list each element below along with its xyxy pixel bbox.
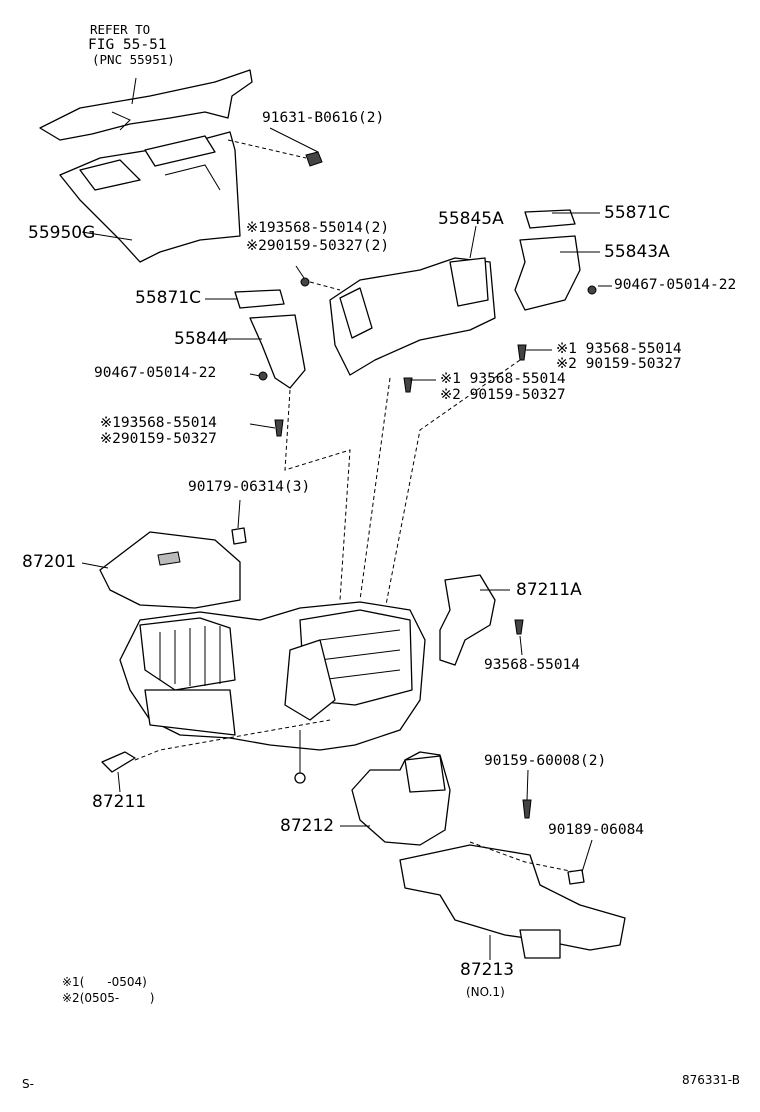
label-93568-center[interactable]: ※1 93568-55014 [440, 371, 566, 387]
reference-line-1: REFER TO [90, 22, 151, 37]
label-93568-single[interactable]: 93568-55014 [484, 657, 581, 673]
label-90159-right[interactable]: ※2 90159-50327 [556, 356, 682, 372]
duct-55950g [39, 69, 253, 263]
clip-icon [300, 277, 310, 287]
label-55843a[interactable]: 55843A [604, 242, 670, 262]
label-90189[interactable]: 90189-06084 [548, 822, 645, 838]
clip-icon [258, 371, 268, 381]
label-87201[interactable]: 87201 [22, 552, 77, 572]
label-55950g[interactable]: 55950G [28, 223, 96, 243]
nut-icon [567, 869, 585, 885]
hvac-unit [119, 601, 426, 784]
label-87211[interactable]: 87211 [92, 792, 147, 812]
pad-55871c-right [524, 209, 576, 229]
duct-55845a [329, 257, 496, 376]
label-90159-60008[interactable]: 90159-60008(2) [484, 753, 607, 769]
label-87213-no: (NO.1) [466, 985, 505, 999]
duct-55844 [249, 314, 306, 389]
label-55871c-left[interactable]: 55871C [135, 288, 201, 308]
part-87211 [101, 751, 136, 773]
label-93568-right[interactable]: ※1 93568-55014 [556, 341, 682, 357]
duct-87211a [439, 574, 496, 666]
label-90159-2[interactable]: ※290159-50327(2) [246, 238, 390, 254]
screw-icon [274, 419, 284, 437]
duct-55843a [514, 235, 581, 311]
pad-55871c-left [234, 289, 285, 309]
label-93568-2[interactable]: ※193568-55014(2) [246, 220, 390, 236]
label-87213[interactable]: 87213 [460, 960, 515, 980]
label-90467-right[interactable]: 90467-05014-22 [614, 277, 737, 293]
clip-icon [587, 285, 597, 295]
label-55844[interactable]: 55844 [174, 329, 229, 349]
label-87211a[interactable]: 87211A [516, 580, 582, 600]
label-90467-left[interactable]: 90467-05014-22 [94, 365, 217, 381]
label-90159-center[interactable]: ※2 90159-50327 [440, 387, 566, 403]
label-90179[interactable]: 90179-06314(3) [188, 479, 311, 495]
screw-icon [514, 619, 524, 635]
label-93568-left[interactable]: ※193568-55014 [100, 415, 217, 431]
label-90159-left[interactable]: ※290159-50327 [100, 431, 217, 447]
reference-line-3: (PNC 55951) [92, 52, 175, 67]
reference-line-2: FIG 55-51 [88, 37, 167, 53]
note-2: ※2(0505- ) [62, 991, 155, 1005]
label-87212[interactable]: 87212 [280, 816, 335, 836]
screw-icon [517, 344, 527, 361]
label-91631[interactable]: 91631-B0616(2) [262, 110, 385, 126]
label-55845a[interactable]: 55845A [438, 209, 504, 229]
footer-left: S- [22, 1077, 34, 1091]
note-1: ※1( -0504) [62, 975, 147, 989]
cover-87201 [99, 531, 241, 609]
label-55871c-right[interactable]: 55871C [604, 203, 670, 223]
bolt-icon [522, 799, 532, 819]
bolt-91631 [305, 151, 323, 167]
clip-90179 [231, 527, 247, 545]
footer-code: 876331-B [682, 1073, 740, 1087]
screw-icon [403, 377, 413, 393]
duct-87213 [399, 844, 626, 951]
